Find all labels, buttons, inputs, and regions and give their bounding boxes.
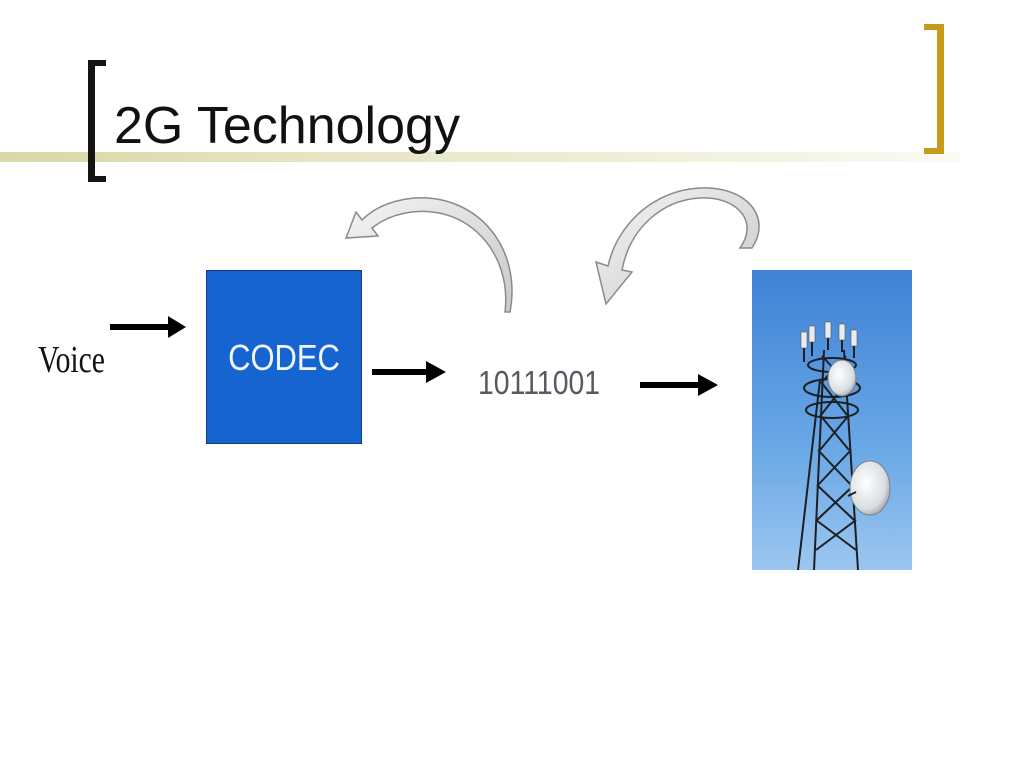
satellite-dish-upper [827, 359, 857, 397]
sky-background [752, 270, 912, 570]
curved-arrow-icon [594, 187, 760, 306]
flow-arrow-icon [372, 361, 446, 383]
antenna-panels [800, 321, 858, 349]
voice-label: Voice [38, 339, 105, 381]
slide-title: 2G Technology [114, 97, 460, 155]
right-bracket-decoration [924, 24, 944, 154]
tower-icon [797, 322, 861, 570]
left-bracket-decoration [88, 60, 106, 182]
flow-arrow-icon [110, 316, 186, 338]
codec-box: CODEC [206, 270, 362, 444]
curved-arrow-icon [344, 197, 513, 313]
flow-arrow-icon [640, 374, 718, 396]
codec-label: CODEC [228, 337, 340, 378]
title-underline-bar [0, 152, 960, 162]
cell-tower-image [752, 270, 912, 570]
binary-data-label: 10111001 [478, 364, 601, 401]
satellite-dish-lower [849, 460, 891, 516]
